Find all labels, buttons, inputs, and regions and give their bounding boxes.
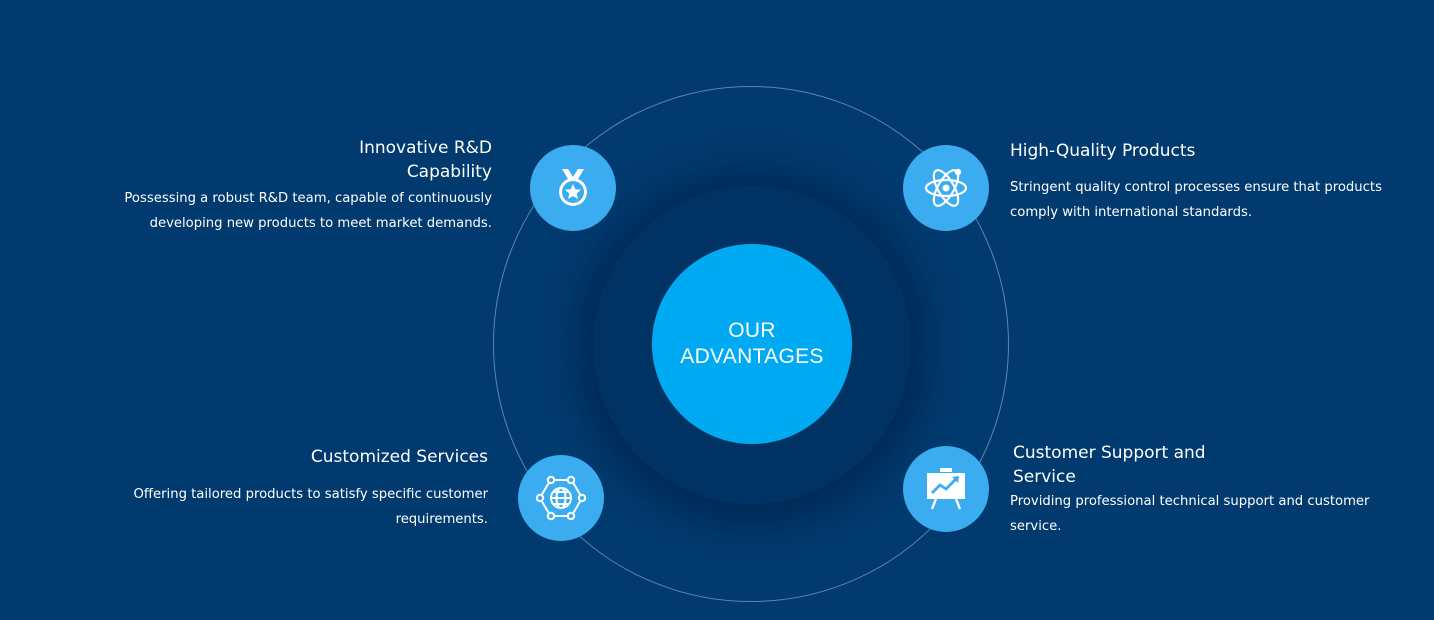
feature-quality: High-Quality Products Stringent quality … bbox=[1010, 139, 1410, 225]
feature-description: Offering tailored products to satisfy sp… bbox=[133, 487, 488, 527]
rd-icon-badge bbox=[530, 145, 616, 231]
feature-title: High-Quality Products bbox=[1010, 141, 1196, 161]
orbit-ring bbox=[493, 86, 1009, 602]
feature-title: Innovative R&D Capability bbox=[359, 138, 492, 182]
quality-icon-badge bbox=[903, 145, 989, 231]
feature-support: Customer Support and Service Providing p… bbox=[1010, 441, 1410, 539]
custom-icon-badge bbox=[518, 455, 604, 541]
feature-description: Stringent quality control processes ensu… bbox=[1010, 180, 1382, 220]
medal-star-icon bbox=[550, 165, 596, 211]
presentation-chart-icon bbox=[922, 465, 970, 513]
feature-title: Customer Support and Service bbox=[1013, 443, 1206, 487]
feature-title: Customized Services bbox=[310, 447, 488, 467]
feature-description: Providing professional technical support… bbox=[1010, 494, 1370, 534]
network-globe-icon bbox=[534, 471, 588, 525]
center-circle: OUR ADVANTAGES bbox=[652, 244, 852, 444]
feature-customized: Customized Services Offering tailored pr… bbox=[100, 445, 488, 532]
feature-rd: Innovative R&D Capability Possessing a r… bbox=[100, 136, 492, 236]
support-icon-badge bbox=[903, 446, 989, 532]
section-title: OUR ADVANTAGES bbox=[680, 319, 824, 368]
atom-icon bbox=[921, 163, 971, 213]
feature-description: Possessing a robust R&D team, capable of… bbox=[124, 191, 492, 231]
